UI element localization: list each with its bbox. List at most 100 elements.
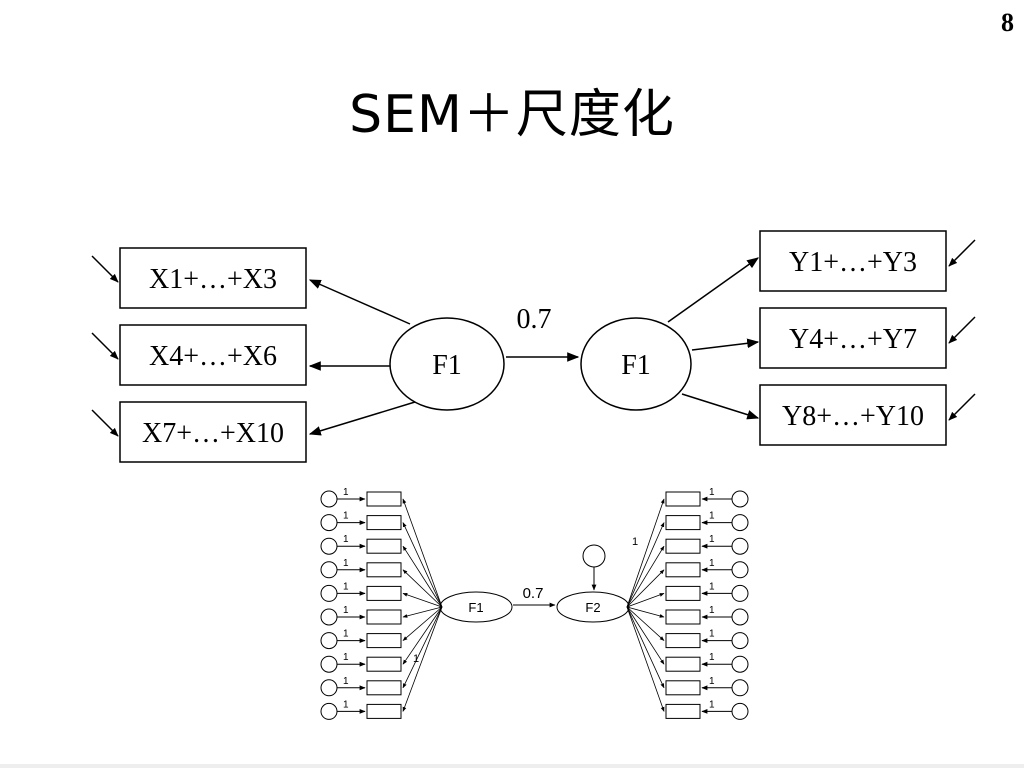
error-arrow	[948, 316, 976, 344]
left-error-loading-label: 1	[343, 511, 349, 522]
left-error-circle	[320, 702, 338, 720]
loading-arrow	[681, 393, 760, 420]
left-indicator-rect	[366, 515, 402, 531]
loading-arrow	[691, 338, 760, 351]
left-error-circle	[320, 655, 338, 673]
fixed-loading-label: 1	[413, 653, 419, 665]
right-loading-line	[626, 522, 665, 608]
left-indicator-rect	[366, 609, 402, 625]
error-arrow	[91, 255, 119, 283]
left-indicator-rect	[366, 680, 402, 696]
left-loading-line	[402, 606, 443, 618]
right-error-loading-label: 1	[709, 558, 715, 569]
left-loading-line	[402, 545, 443, 608]
bottom-left-factor-label: F1	[468, 600, 483, 615]
bottom-right-factor-label: F2	[585, 600, 600, 615]
right-indicator-rect	[665, 703, 701, 719]
right-loading-line	[626, 606, 665, 712]
right-indicator-box: Y1+…+Y3	[759, 230, 947, 292]
left-indicator-rect	[366, 562, 402, 578]
left-indicator-rect	[366, 538, 402, 554]
right-error-loading-label: 1	[709, 487, 715, 498]
right-loading-line	[626, 606, 665, 689]
left-error-circle	[320, 490, 338, 508]
path-coefficient: 0.7	[517, 304, 552, 335]
right-error-circle	[731, 514, 749, 532]
left-error-circle	[320, 514, 338, 532]
left-error-loading-label: 1	[343, 699, 349, 710]
fixed-loading-label: 1	[632, 536, 638, 548]
right-error-loading-label: 1	[709, 511, 715, 522]
loading-arrow	[667, 257, 759, 323]
right-error-circle	[731, 584, 749, 602]
right-error-circle	[731, 632, 749, 650]
right-error-circle	[731, 561, 749, 579]
left-error-loading-label: 1	[343, 581, 349, 592]
right-indicator-rect	[665, 585, 701, 601]
right-factor-label: F1	[621, 350, 651, 381]
right-indicator-label: Y8+…+Y10	[782, 401, 924, 432]
left-error-loading-label: 1	[343, 652, 349, 663]
bottom-right-factor: F2	[556, 591, 630, 623]
error-arrow	[948, 393, 976, 421]
left-error-loading-label: 1	[343, 487, 349, 498]
left-indicator-label: X4+…+X6	[149, 341, 277, 372]
left-indicator-box: X7+…+X10	[119, 401, 307, 463]
right-loading-line	[626, 606, 665, 641]
right-error-circle	[731, 537, 749, 555]
error-arrow	[91, 409, 119, 437]
right-error-loading-label: 1	[709, 534, 715, 545]
left-error-circle	[320, 632, 338, 650]
right-indicator-rect	[665, 609, 701, 625]
left-loading-line	[402, 522, 443, 608]
right-indicator-box: Y8+…+Y10	[759, 384, 947, 446]
right-error-loading-label: 1	[709, 676, 715, 687]
right-error-loading-label: 1	[709, 629, 715, 640]
left-loading-line	[402, 606, 443, 665]
right-indicator-label: Y4+…+Y7	[789, 324, 917, 355]
page-number: 8	[1001, 8, 1014, 37]
left-loading-line	[402, 569, 443, 608]
disturbance-circle	[582, 544, 606, 568]
right-loading-line	[626, 545, 665, 608]
right-error-loading-label: 1	[709, 605, 715, 616]
right-error-loading-label: 1	[709, 699, 715, 710]
right-error-loading-label: 1	[709, 581, 715, 592]
right-loading-line	[626, 606, 665, 665]
right-error-circle	[731, 655, 749, 673]
right-factor-ellipse: F1	[580, 317, 692, 411]
left-indicator-rect	[366, 703, 402, 719]
bottom-rule	[0, 764, 1024, 768]
left-indicator-rect	[366, 633, 402, 649]
top-diagram: X1+…+X3 X4+…+X6 X7+…+X10 F1 0.7 F1	[91, 230, 976, 463]
left-error-loading-label: 1	[343, 676, 349, 687]
bottom-path-coefficient: 0.7	[523, 585, 544, 602]
left-indicator-rect	[366, 491, 402, 507]
error-arrow	[948, 239, 976, 267]
right-indicator-rect	[665, 538, 701, 554]
left-error-circle	[320, 679, 338, 697]
error-arrow	[91, 332, 119, 360]
right-error-circle	[731, 490, 749, 508]
left-indicator-box: X1+…+X3	[119, 247, 307, 309]
right-error-circle	[731, 702, 749, 720]
right-error-circle	[731, 608, 749, 626]
left-loading-line	[402, 606, 443, 641]
right-loading-line	[626, 593, 665, 608]
right-indicator-rect	[665, 491, 701, 507]
left-error-loading-label: 1	[343, 534, 349, 545]
left-loading-line	[402, 606, 443, 712]
left-indicator-label: X7+…+X10	[142, 418, 284, 449]
left-indicator-box: X4+…+X6	[119, 324, 307, 386]
right-indicator-rect	[665, 562, 701, 578]
left-error-circle	[320, 608, 338, 626]
right-loading-line	[626, 606, 665, 618]
right-indicator-label: Y1+…+Y3	[789, 247, 917, 278]
loading-arrow	[308, 401, 416, 436]
right-indicator-box: Y4+…+Y7	[759, 307, 947, 369]
right-error-circle	[731, 679, 749, 697]
right-loading-line	[626, 498, 665, 608]
left-factor-ellipse: F1	[389, 317, 505, 411]
